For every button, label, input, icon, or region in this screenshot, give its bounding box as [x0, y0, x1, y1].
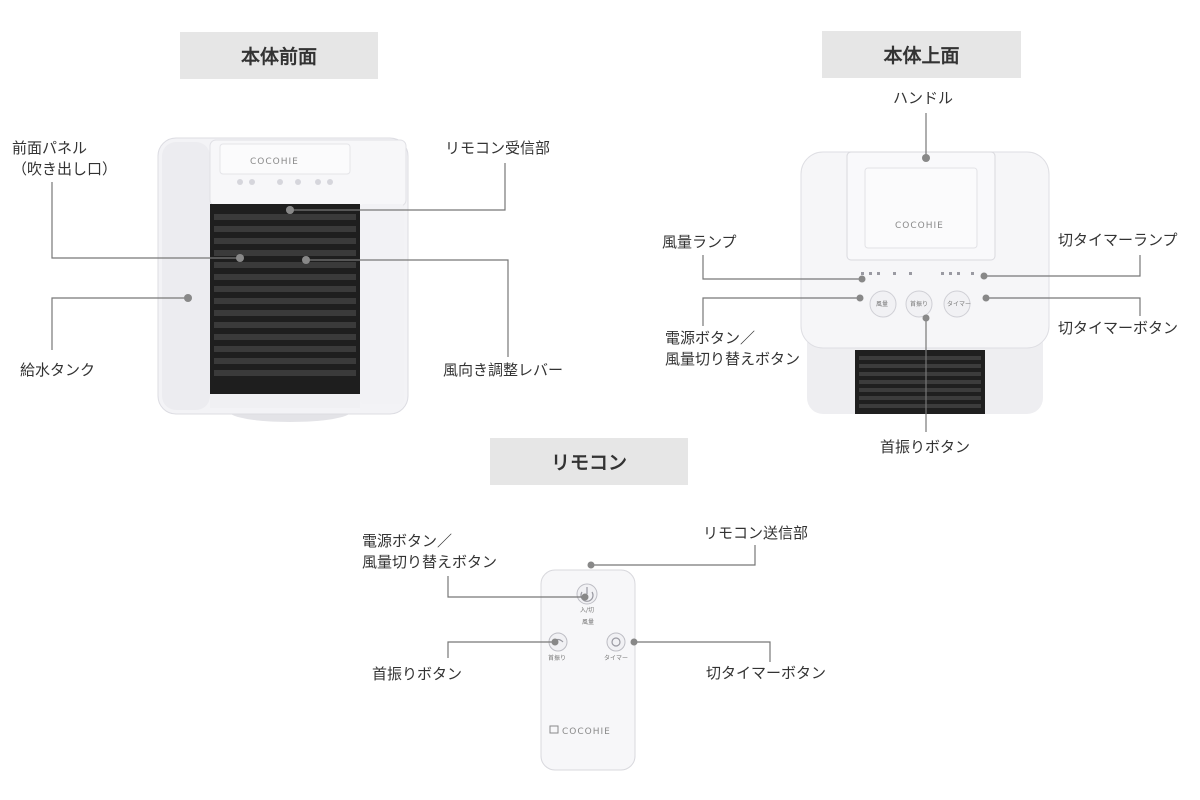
- svg-text:タイマー: タイマー: [947, 300, 971, 308]
- label-remote-timer-text: 切タイマーボタン: [706, 664, 827, 682]
- remote-logo: COCOHIE: [562, 727, 611, 737]
- label-remote-swing: 首振りボタン: [372, 664, 462, 685]
- label-handle-text: ハンドル: [893, 89, 954, 107]
- label-timer-button-top-text: 切タイマーボタン: [1058, 319, 1179, 337]
- front-section-title-text: 本体前面: [240, 46, 317, 68]
- label-timer-lamp: 切タイマーランプ: [1058, 230, 1178, 251]
- remote-timer-text: タイマー: [604, 654, 628, 662]
- label-front-panel: 前面パネル （吹き出し口）: [12, 138, 117, 180]
- svg-text:風量: 風量: [876, 301, 888, 308]
- line-power-button-top: [702, 297, 860, 326]
- label-remote-power-text: 電源ボタン／: [362, 532, 453, 550]
- remote-power-text: 入/切: [580, 607, 594, 614]
- line-timer-lamp: [984, 255, 1141, 277]
- front-view-device: COCOHIE: [157, 137, 409, 422]
- line-remote-receiver: [290, 163, 506, 211]
- label-wind-lever-text: 風向き調整レバー: [443, 361, 564, 379]
- label-fan-lamp-text: 風量ランプ: [662, 233, 737, 251]
- top-section-title: 本体上面: [822, 31, 1021, 78]
- top-lamps: [861, 272, 974, 275]
- svg-text:首振り: 首振り: [910, 300, 928, 308]
- top-logo: COCOHIE: [895, 221, 944, 231]
- label-remote-transmitter: リモコン送信部: [703, 523, 808, 544]
- line-front-panel: [51, 182, 240, 259]
- label-handle: ハンドル: [893, 88, 953, 109]
- label-remote-swing-text: 首振りボタン: [372, 665, 463, 683]
- label-fan-lamp: 風量ランプ: [662, 232, 737, 253]
- line-water-tank: [51, 297, 188, 350]
- remote-swing-text: 首振り: [548, 654, 566, 662]
- label-water-tank-text: 給水タンク: [20, 361, 96, 379]
- label-remote-receiver-text: リモコン受信部: [445, 139, 551, 157]
- line-timer-button-top: [986, 297, 1141, 316]
- label-remote-transmitter-text: リモコン送信部: [703, 524, 809, 542]
- label-timer-button-top: 切タイマーボタン: [1058, 318, 1178, 339]
- label-remote-power-sub: 風量切り替えボタン: [362, 553, 498, 571]
- line-wind-lever: [306, 259, 509, 357]
- label-remote-receiver: リモコン受信部: [445, 138, 550, 159]
- remote-section-title: リモコン: [490, 438, 688, 485]
- label-swing-button-top: 首振りボタン: [880, 437, 970, 458]
- label-power-button-top: 電源ボタン／ 風量切り替えボタン: [665, 328, 800, 370]
- remote-fan-text: 風量: [582, 619, 594, 626]
- label-timer-lamp-text: 切タイマーランプ: [1058, 231, 1178, 249]
- line-fan-lamp: [702, 255, 862, 280]
- front-section-title: 本体前面: [180, 32, 378, 79]
- front-grille: [214, 214, 356, 376]
- label-swing-button-top-text: 首振りボタン: [880, 438, 971, 456]
- line-remote-transmitter: [591, 545, 756, 566]
- label-front-panel-text: 前面パネル: [12, 139, 88, 157]
- front-logo: COCOHIE: [250, 157, 299, 167]
- top-section-title-text: 本体上面: [883, 45, 960, 67]
- line-remote-timer: [634, 641, 771, 662]
- label-remote-power: 電源ボタン／ 風量切り替えボタン: [362, 531, 497, 573]
- label-wind-lever: 風向き調整レバー: [443, 360, 563, 381]
- label-power-button-top-text: 電源ボタン／: [665, 329, 756, 347]
- remote-section-title-text: リモコン: [550, 452, 627, 474]
- label-water-tank: 給水タンク: [20, 360, 95, 381]
- label-front-panel-sub: （吹き出し口）: [12, 160, 118, 178]
- label-remote-timer: 切タイマーボタン: [706, 663, 826, 684]
- line-remote-power: [447, 576, 585, 598]
- label-power-button-top-sub: 風量切り替えボタン: [665, 350, 801, 368]
- line-remote-swing: [447, 641, 555, 658]
